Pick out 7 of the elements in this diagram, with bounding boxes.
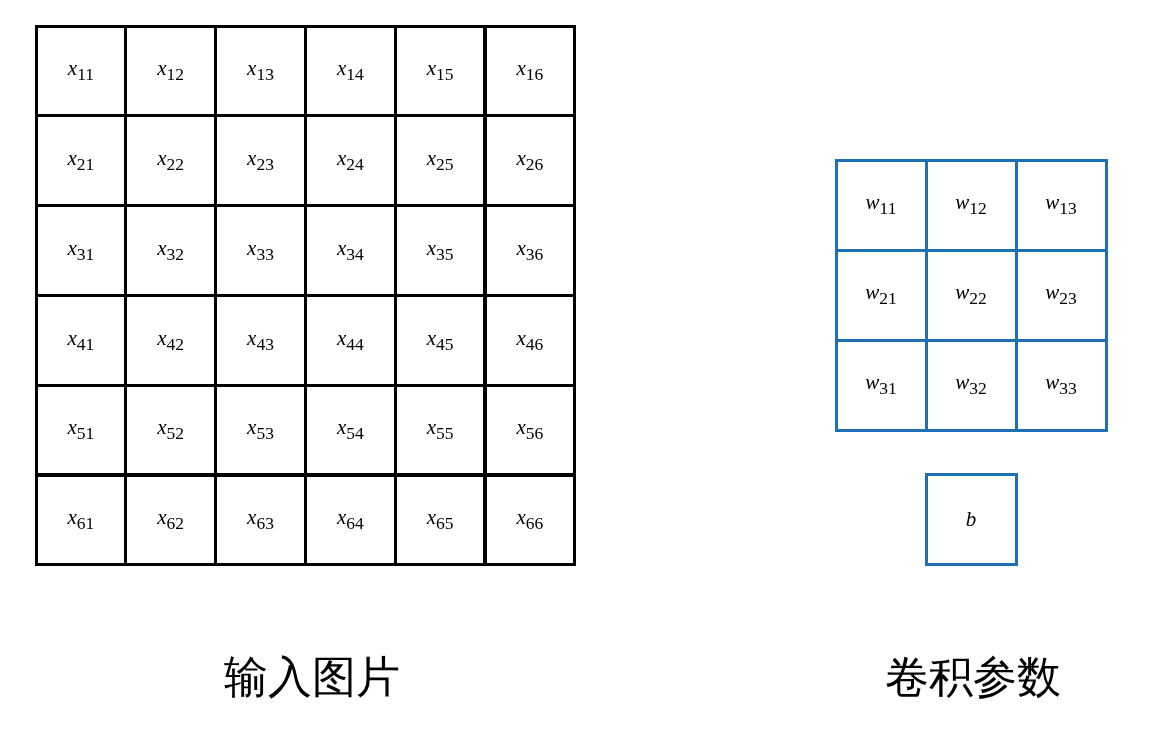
grid-cell: x$_{63}$ [214, 473, 307, 567]
grid-cell: x$_{66}$ [483, 473, 577, 567]
grid-cell: w$_{11}$ [834, 158, 928, 252]
grid-cell: x$_{36}$ [483, 204, 577, 297]
caption: 输入图片 [223, 650, 401, 704]
caption: 卷积参数 [884, 650, 1062, 704]
grid-cell: b [924, 472, 1018, 566]
